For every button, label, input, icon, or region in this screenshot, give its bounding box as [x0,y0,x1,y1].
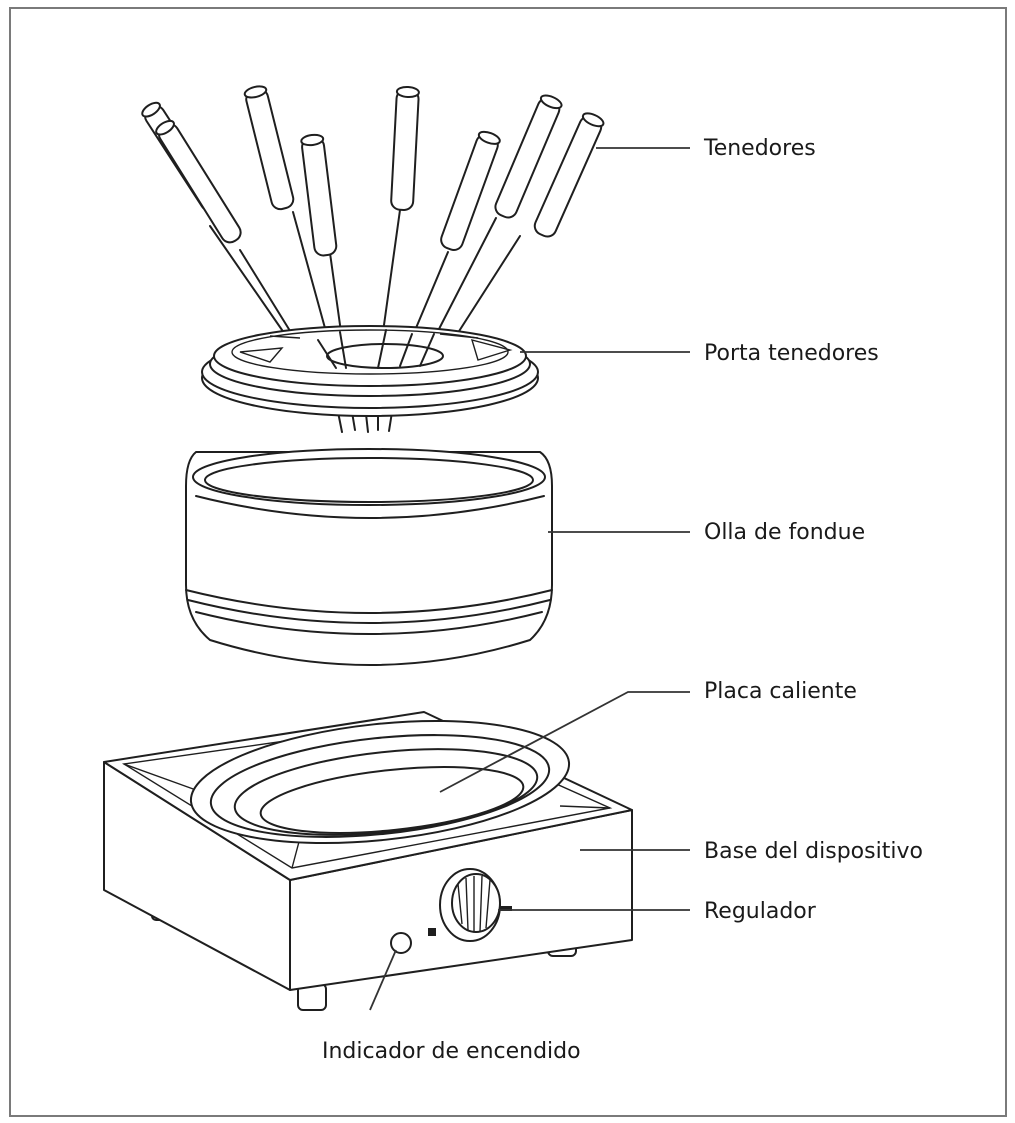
label-power-indicator: Indicador de encendido [322,1039,581,1064]
label-fondue-pot: Olla de fondue [704,520,865,545]
forks-illustration [141,85,605,369]
part-labels: Tenedores Porta tenedores Olla de fondue… [322,136,923,1064]
label-forks: Tenedores [703,136,816,161]
fork-handles [141,85,605,257]
power-indicator-shape [390,932,412,954]
diagram-border [9,7,1007,1117]
label-device-base: Base del dispositivo [704,839,923,864]
device-base-illustration [103,711,633,1011]
regulator-knob [428,868,512,942]
label-fork-holder: Porta tenedores [704,341,879,366]
label-regulator: Regulador [704,899,817,924]
leader-lines [369,147,690,1011]
fork-holder-illustration [201,325,539,433]
label-hot-plate: Placa caliente [704,679,857,704]
fondue-pot-illustration [185,448,553,666]
